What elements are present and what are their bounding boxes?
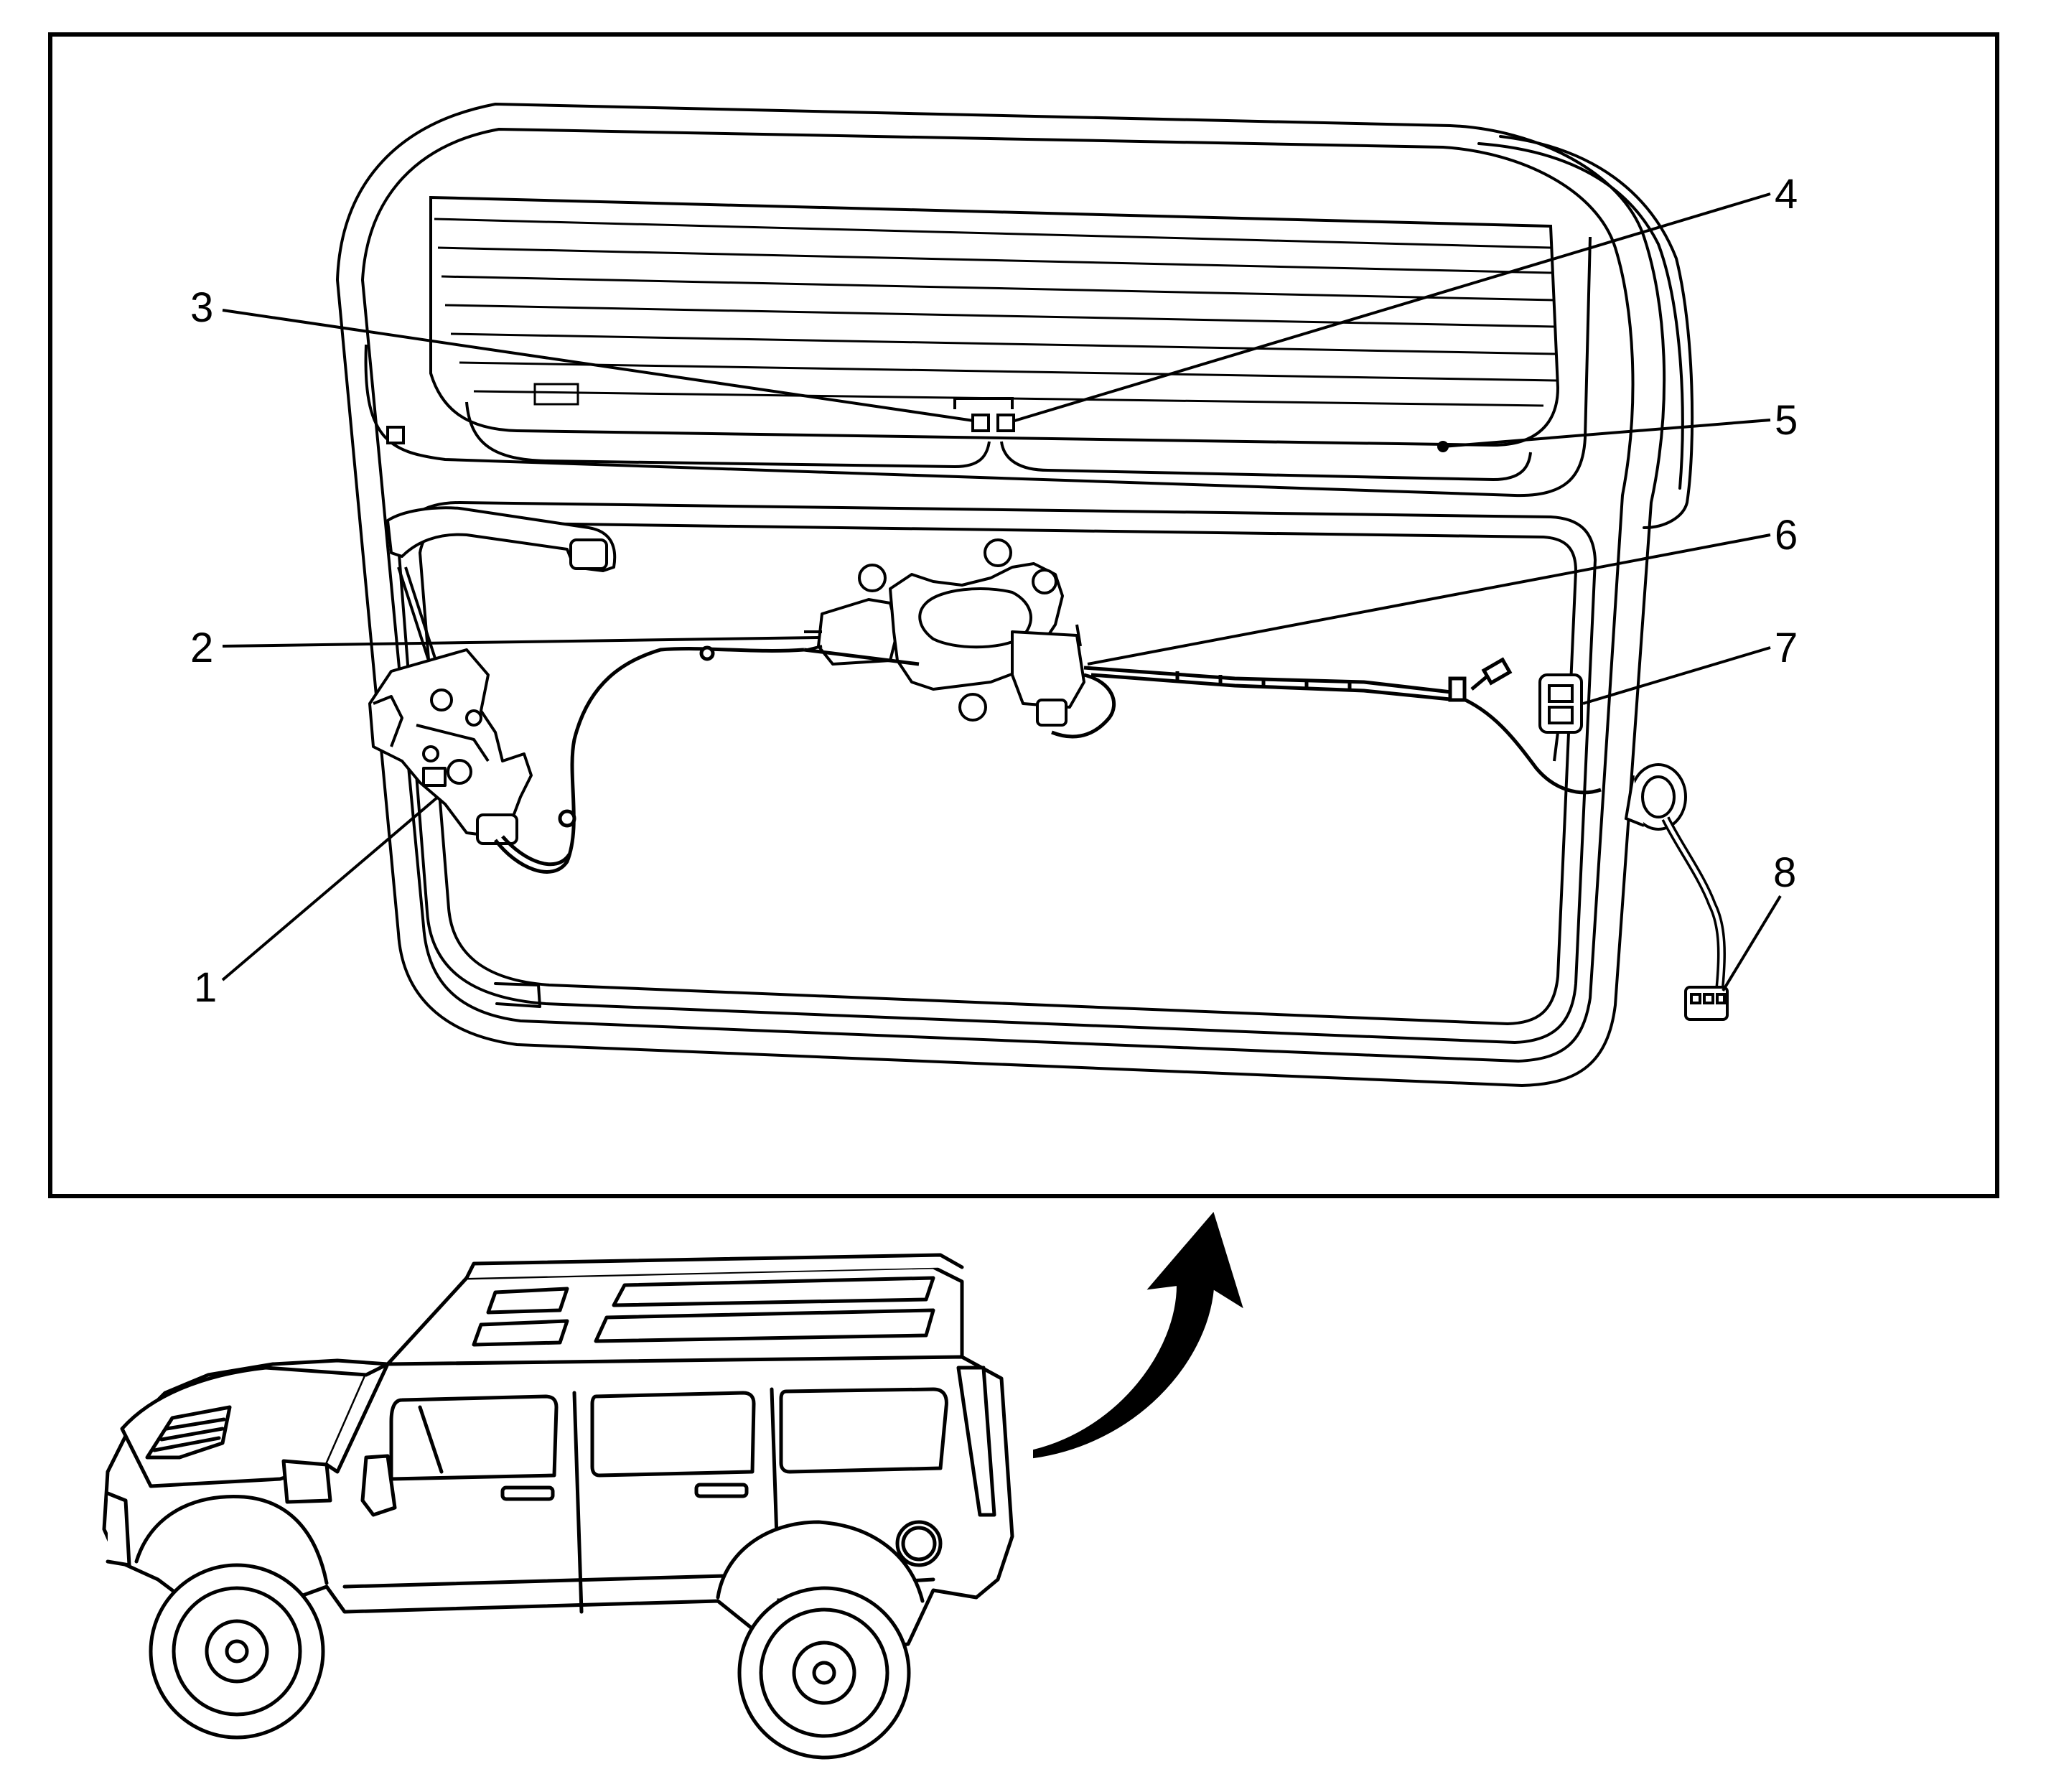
washer-nozzle-bracket	[386, 426, 405, 444]
liftgate-window-glass	[364, 195, 1592, 498]
callout-6: 6	[1775, 512, 1798, 559]
callout-2: 2	[190, 625, 213, 671]
callout-7: 7	[1775, 625, 1798, 671]
latch-harness	[494, 645, 805, 874]
wiper-pivot-recess	[465, 397, 1532, 482]
liftgate-harness-connector	[1538, 673, 1583, 762]
vehicle-orientation-view	[102, 1253, 1014, 1657]
curved-arrow-icon	[1033, 1211, 1243, 1459]
harness-grommet-and-pigtail	[1624, 763, 1729, 1021]
rear-wiper-motor-assembly	[804, 538, 1085, 727]
callout-leader-lines	[221, 192, 1782, 992]
callout-labels: 1 2 3 4 5 6 7 8	[190, 171, 1798, 1011]
liftgate-wiring-harness	[803, 648, 1602, 795]
callout-3: 3	[190, 284, 213, 331]
liftgate-latch-assembly	[368, 648, 533, 845]
callout-1: 1	[194, 964, 217, 1011]
vehicle-wheels	[149, 1563, 911, 1760]
callout-5: 5	[1775, 397, 1798, 444]
callout-4: 4	[1775, 171, 1798, 218]
callout-8: 8	[1773, 849, 1796, 896]
rear-defogger-grid-lines	[434, 218, 1557, 407]
liftgate-panel	[336, 103, 1694, 1087]
